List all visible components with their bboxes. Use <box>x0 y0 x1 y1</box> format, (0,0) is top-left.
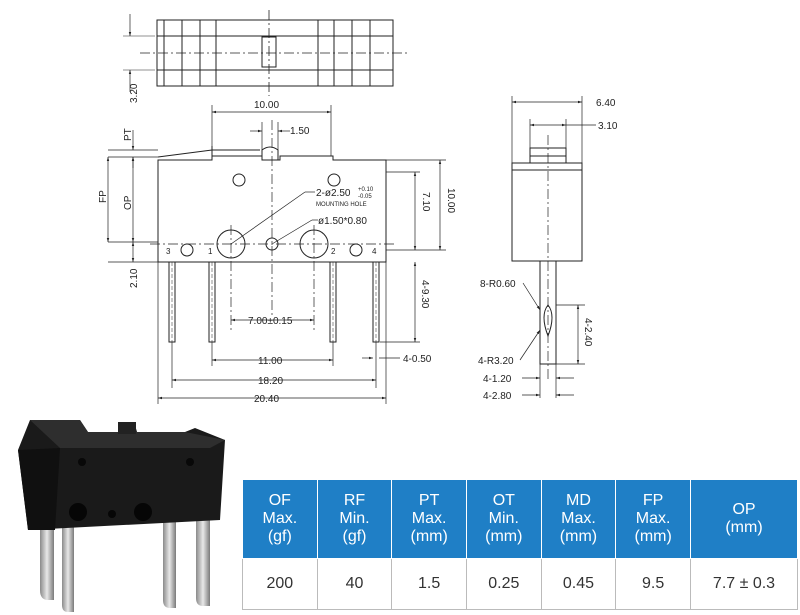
terminal-4: 4 <box>372 247 377 256</box>
dim-plunger: 1.50 <box>290 126 310 137</box>
dim-slot: ø1.50*0.80 <box>318 216 367 227</box>
dim-pin-pitch: 7.00±0.15 <box>248 316 293 327</box>
dim-pin-length: 4-9.30 <box>419 280 430 309</box>
spec-header-pt: PT Max. (mm) <box>391 479 467 559</box>
terminal-2: 2 <box>331 247 336 256</box>
dim-pin-a: 4-1.20 <box>483 374 512 385</box>
spec-value-ot: 0.25 <box>465 558 542 610</box>
spec-header-fp: FP Max. (mm) <box>615 479 691 559</box>
label-op: OP <box>123 195 134 210</box>
side-view <box>511 135 583 380</box>
spec-header-md: MD Max. (mm) <box>540 479 617 559</box>
dim-mounting-tol-upper: +0.10 <box>358 187 374 193</box>
spec-table: OF Max. (gf) RF Min. (gf) PT Max. (mm) O… <box>242 479 798 610</box>
dim-bottom-offset: 2.10 <box>129 268 140 288</box>
dim-radius-small: 8-R0.60 <box>480 279 516 290</box>
front-view <box>150 120 395 343</box>
spec-value-row: 200 40 1.5 0.25 0.45 9.5 7.7 ± 0.3 <box>242 558 798 610</box>
spec-value-md: 0.45 <box>540 558 617 610</box>
label-fp: FP <box>98 190 109 203</box>
label-pt: PT <box>123 128 134 141</box>
spec-header-row: OF Max. (gf) RF Min. (gf) PT Max. (mm) O… <box>242 479 798 559</box>
dim-pin-offset: 4-2.40 <box>582 318 593 347</box>
dim-mounting-tol-lower: -0.05 <box>358 194 372 200</box>
dim-body-height-outer: 10.00 <box>445 188 456 213</box>
terminal-1: 1 <box>208 247 213 256</box>
spec-value-rf: 40 <box>316 558 393 610</box>
dim-radius-large: 4-R3.20 <box>478 356 514 367</box>
spec-header-of: OF Max. (gf) <box>242 479 318 559</box>
spec-value-pt: 1.5 <box>391 558 467 610</box>
dim-mounting-hole: 2-ø2.50 <box>316 188 351 199</box>
terminal-3: 3 <box>166 247 171 256</box>
dim-body-length: 20.40 <box>254 394 279 405</box>
dim-pin-span-outer: 18.20 <box>258 376 283 387</box>
dim-pin-span-middle: 11.00 <box>258 356 283 367</box>
spec-header-rf: RF Min. (gf) <box>316 479 393 559</box>
top-view <box>123 10 408 96</box>
dim-lever-width: 10.00 <box>254 100 279 111</box>
dim-pin-b: 4-2.80 <box>483 391 512 402</box>
spec-header-ot: OT Min. (mm) <box>465 479 542 559</box>
spec-value-fp: 9.5 <box>615 558 691 610</box>
dim-side-body-width: 6.40 <box>596 98 616 109</box>
spec-value-op: 7.7 ± 0.3 <box>690 558 798 610</box>
label-mounting-hole: MOUNTING HOLE <box>316 202 367 208</box>
dim-top-height: 3.20 <box>129 83 140 103</box>
product-photo <box>18 420 225 612</box>
front-dimensions <box>106 105 446 404</box>
spec-value-of: 200 <box>242 558 318 610</box>
dim-side-plunger-width: 3.10 <box>598 121 618 132</box>
side-dimensions <box>511 96 596 398</box>
dim-pin-width: 4-0.50 <box>403 354 432 365</box>
spec-header-op: OP (mm) <box>690 479 798 559</box>
dim-body-height-inner: 7.10 <box>420 192 431 212</box>
